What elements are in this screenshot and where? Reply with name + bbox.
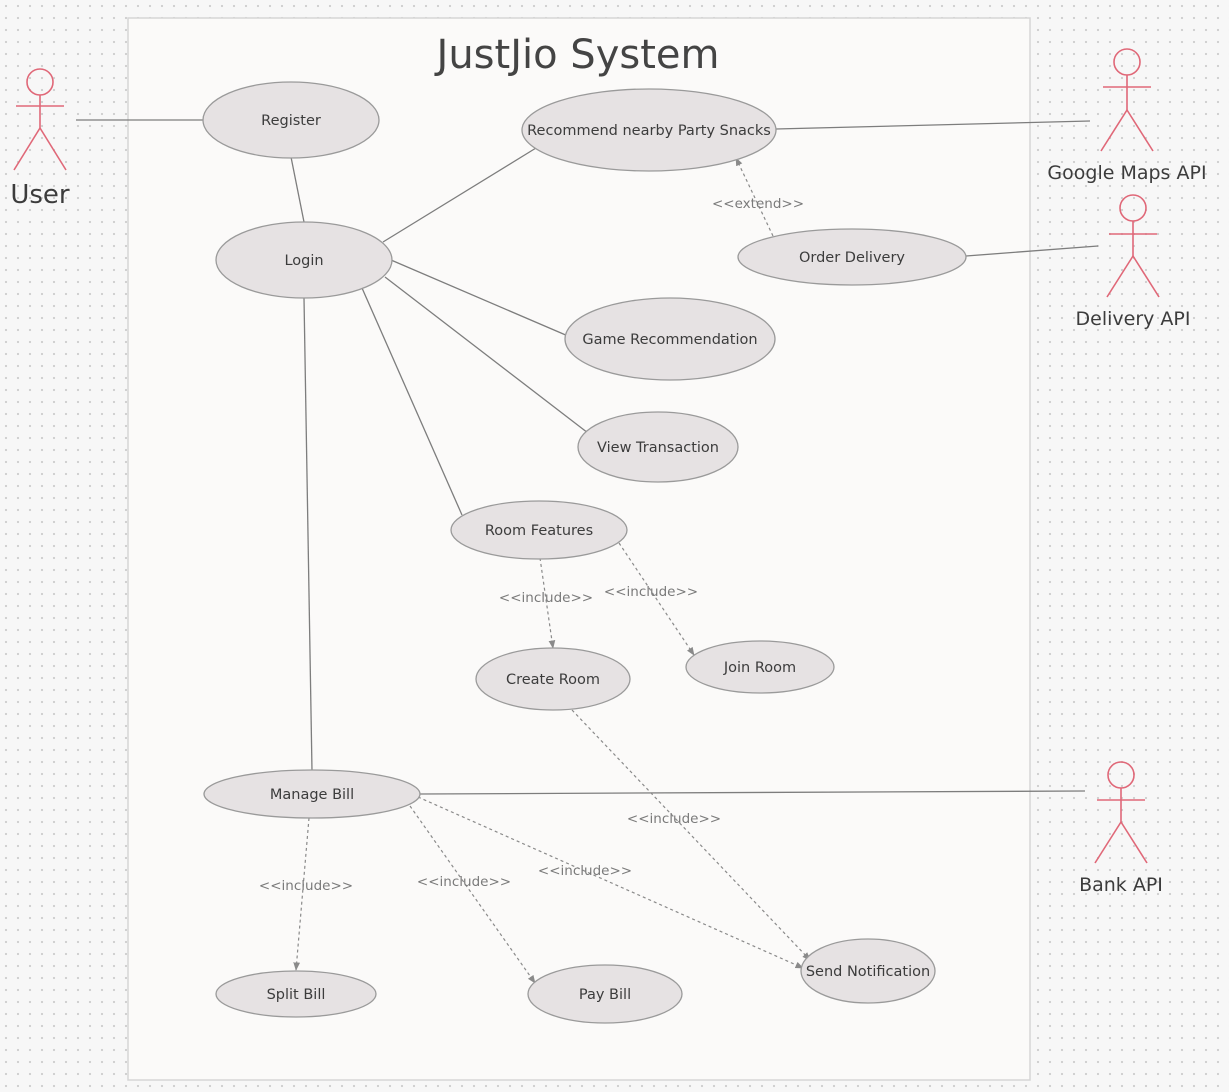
assoc-login-recommend — [382, 147, 537, 243]
assoc-login-game — [390, 259, 569, 337]
use-case-label: Create Room — [506, 672, 600, 688]
use-case-split-bill[interactable]: Split Bill — [215, 970, 377, 1018]
include-room-join — [618, 542, 695, 656]
assoc-order-delivery-api — [965, 245, 1099, 257]
include-label: <<include>> — [417, 874, 511, 890]
use-case-label: Order Delivery — [799, 250, 905, 266]
use-case-label: Register — [261, 113, 321, 129]
actor-google-maps-api[interactable]: Google Maps API — [1047, 48, 1207, 184]
use-case-label: Join Room — [723, 660, 796, 676]
use-case-room-features[interactable]: Room Features — [450, 500, 628, 560]
use-case-register[interactable]: Register — [202, 81, 380, 159]
use-case-game-recommendation[interactable]: Game Recommendation — [564, 297, 776, 381]
actor-bank-api[interactable]: Bank API — [1079, 761, 1163, 896]
use-case-label: Split Bill — [267, 987, 326, 1003]
stick-figure-icon — [1094, 761, 1148, 864]
use-case-order-delivery[interactable]: Order Delivery — [737, 228, 967, 286]
use-case-send-notification[interactable]: Send Notification — [800, 938, 936, 1004]
actor-delivery-api[interactable]: Delivery API — [1076, 194, 1191, 330]
use-case-label: Login — [284, 253, 323, 269]
extend-order-recommend — [735, 157, 774, 237]
assoc-login-room-features — [361, 287, 463, 516]
stick-figure-icon — [1100, 48, 1154, 152]
assoc-manage-bill-bank — [419, 790, 1086, 795]
extend-label: <<extend>> — [712, 196, 804, 212]
stick-figure-icon — [13, 68, 67, 171]
include-bill-pay — [409, 805, 536, 984]
system-title: JustJio System — [434, 32, 720, 78]
stick-figure-icon — [1106, 194, 1160, 298]
use-case-label: Send Notification — [806, 964, 930, 980]
include-label: <<include>> — [604, 584, 698, 600]
include-label: <<include>> — [627, 811, 721, 827]
include-label: <<include>> — [538, 863, 632, 879]
use-case-join-room[interactable]: Join Room — [685, 640, 835, 694]
actor-user[interactable]: User — [10, 68, 70, 210]
use-case-label: Manage Bill — [270, 787, 354, 803]
assoc-recommend-google-maps — [775, 120, 1091, 130]
include-bill-notification — [417, 796, 804, 969]
include-bill-split — [293, 817, 310, 971]
actor-label: User — [10, 180, 70, 210]
actor-label: Bank API — [1079, 874, 1163, 896]
use-case-create-room[interactable]: Create Room — [475, 647, 631, 711]
use-case-login[interactable]: Login — [215, 221, 393, 299]
use-case-view-transaction[interactable]: View Transaction — [577, 411, 739, 483]
use-case-label: Room Features — [485, 523, 593, 539]
use-case-label: View Transaction — [597, 440, 719, 456]
use-case-recommend-snacks[interactable]: Recommend nearby Party Snacks — [521, 88, 777, 172]
include-label: <<include>> — [499, 590, 593, 606]
include-label: <<include>> — [259, 878, 353, 894]
assoc-login-manage-bill — [303, 297, 313, 772]
use-case-label: Game Recommendation — [582, 332, 757, 348]
assoc-register-login — [290, 156, 305, 223]
use-case-pay-bill[interactable]: Pay Bill — [527, 964, 683, 1024]
use-case-manage-bill[interactable]: Manage Bill — [203, 769, 421, 819]
use-case-label: Pay Bill — [579, 987, 631, 1003]
actor-label: Google Maps API — [1047, 162, 1206, 184]
actor-label: Delivery API — [1076, 308, 1191, 330]
use-case-label: Recommend nearby Party Snacks — [527, 123, 771, 139]
assoc-login-transaction — [384, 276, 589, 434]
